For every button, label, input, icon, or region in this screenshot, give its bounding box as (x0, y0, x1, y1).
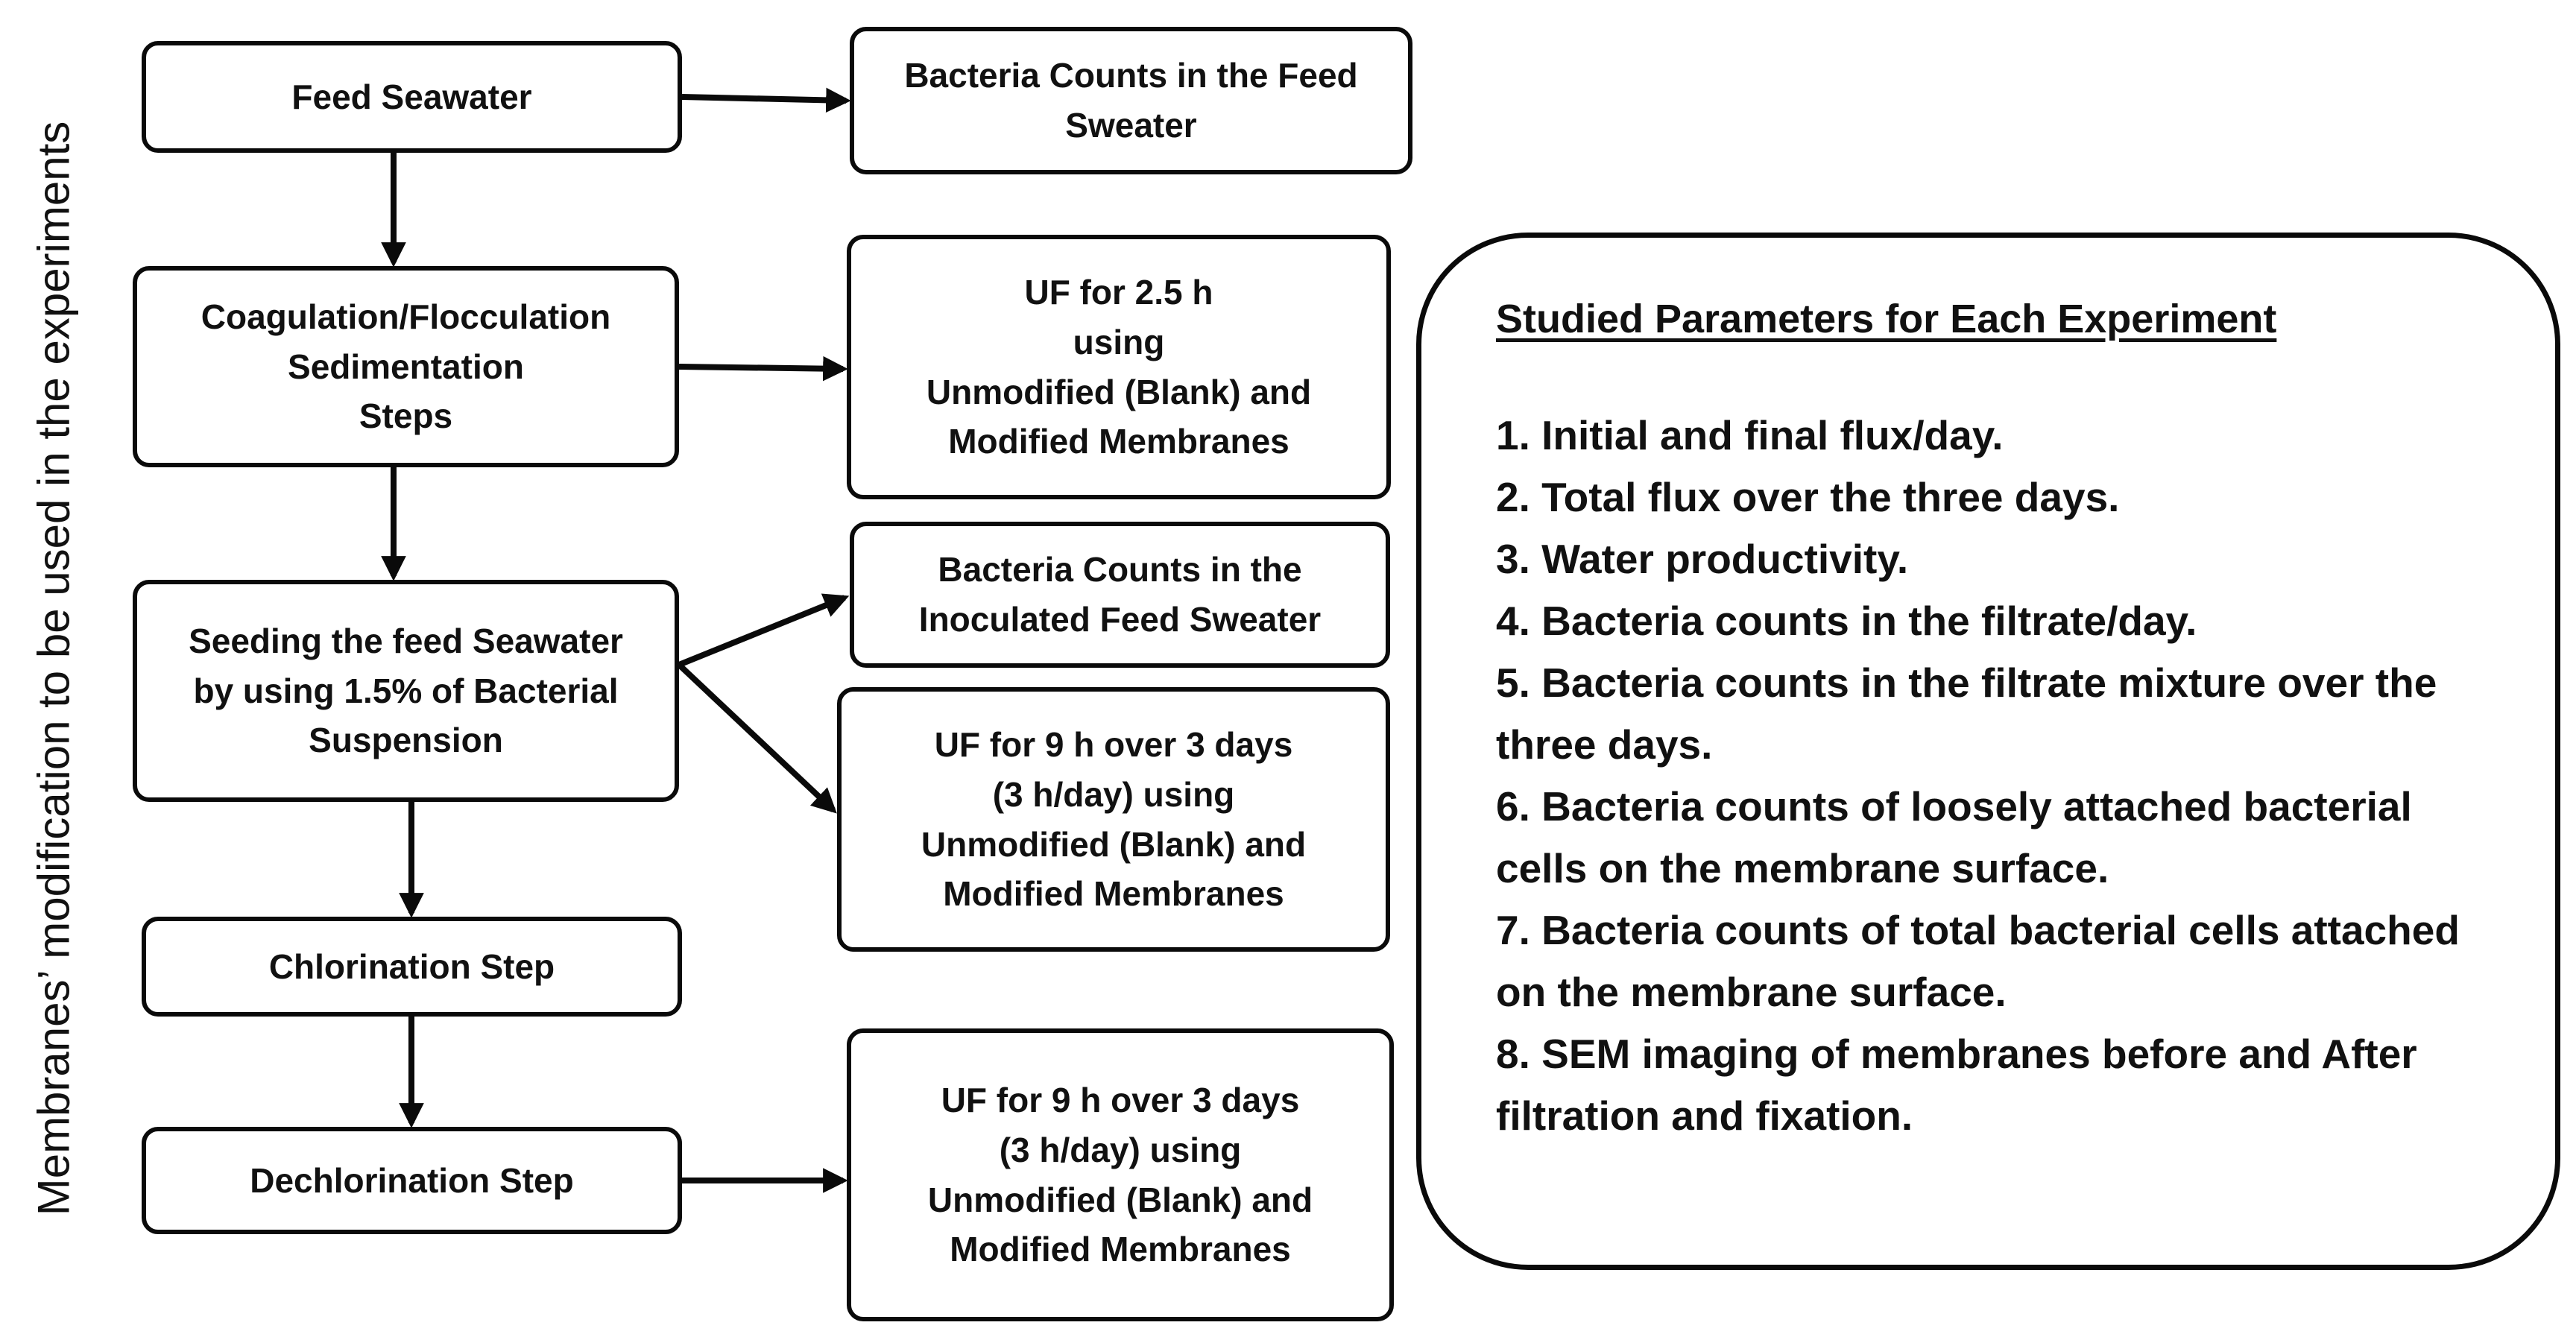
coagulation-box: Coagulation/Flocculation Sedimentation S… (133, 266, 679, 467)
parameter-item: 3. Water productivity. (1496, 536, 1909, 582)
arrow-seed-to-inoculated (678, 593, 850, 668)
dechlorination-label: Dechlorination Step (250, 1160, 574, 1200)
bacteria-inoculated-box: Bacteria Counts in the Inoculated Feed S… (850, 522, 1390, 668)
parameters-list: 1. Initial and final flux/day. 2. Total … (1496, 405, 2525, 1147)
side-axis-label: Membranes’ modification to be used in th… (28, 121, 79, 1216)
seeding-box: Seeding the feed Seawater by using 1.5% … (133, 580, 679, 802)
parameter-item: 7. Bacteria counts of total bacterial ce… (1496, 907, 2460, 1015)
uf-9h-box-upper: UF for 9 h over 3 days (3 h/day) using U… (837, 687, 1390, 952)
dechlorination-box: Dechlorination Step (142, 1127, 682, 1234)
bacteria-feed-label: Bacteria Counts in the Feed Sweater (904, 56, 1358, 145)
parameter-item: 1. Initial and final flux/day. (1496, 412, 2004, 458)
parameters-title: Studied Parameters for Each Experiment (1496, 297, 2277, 341)
parameter-item: 6. Bacteria counts of loosely attached b… (1496, 783, 2412, 891)
seeding-label: Seeding the feed Seawater by using 1.5% … (189, 621, 623, 760)
feed-seawater-box: Feed Seawater (142, 41, 682, 153)
studied-parameters-panel: Studied Parameters for Each Experiment 1… (1416, 233, 2560, 1270)
bacteria-feed-box: Bacteria Counts in the Feed Sweater (850, 27, 1412, 174)
parameter-item: 2. Total flux over the three days. (1496, 474, 2120, 520)
arrow-feed-to-bacteria (681, 87, 851, 113)
arrow-coag-to-uf (678, 355, 848, 382)
parameter-item: 5. Bacteria counts in the filtrate mixtu… (1496, 660, 2437, 768)
parameter-item: 8. SEM imaging of membranes before and A… (1496, 1031, 2417, 1139)
arrow-seed-to-uf9 (677, 663, 837, 814)
bacteria-inoculated-label: Bacteria Counts in the Inoculated Feed S… (918, 550, 1322, 639)
coagulation-label: Coagulation/Flocculation Sedimentation S… (201, 297, 611, 436)
chlorination-box: Chlorination Step (142, 917, 682, 1017)
feed-seawater-label: Feed Seawater (291, 77, 532, 116)
uf-2-5h-box: UF for 2.5 h using Unmodified (Blank) an… (847, 235, 1391, 499)
chlorination-label: Chlorination Step (268, 946, 555, 986)
parameter-item: 4. Bacteria counts in the filtrate/day. (1496, 598, 2197, 644)
uf-9h-box-lower: UF for 9 h over 3 days (3 h/day) using U… (847, 1028, 1394, 1321)
uf-2-5h-label: UF for 2.5 h using Unmodified (Blank) an… (926, 273, 1312, 461)
uf-9h-label-lower: UF for 9 h over 3 days (3 h/day) using U… (927, 1081, 1313, 1269)
uf-9h-label-upper: UF for 9 h over 3 days (3 h/day) using U… (921, 725, 1307, 914)
